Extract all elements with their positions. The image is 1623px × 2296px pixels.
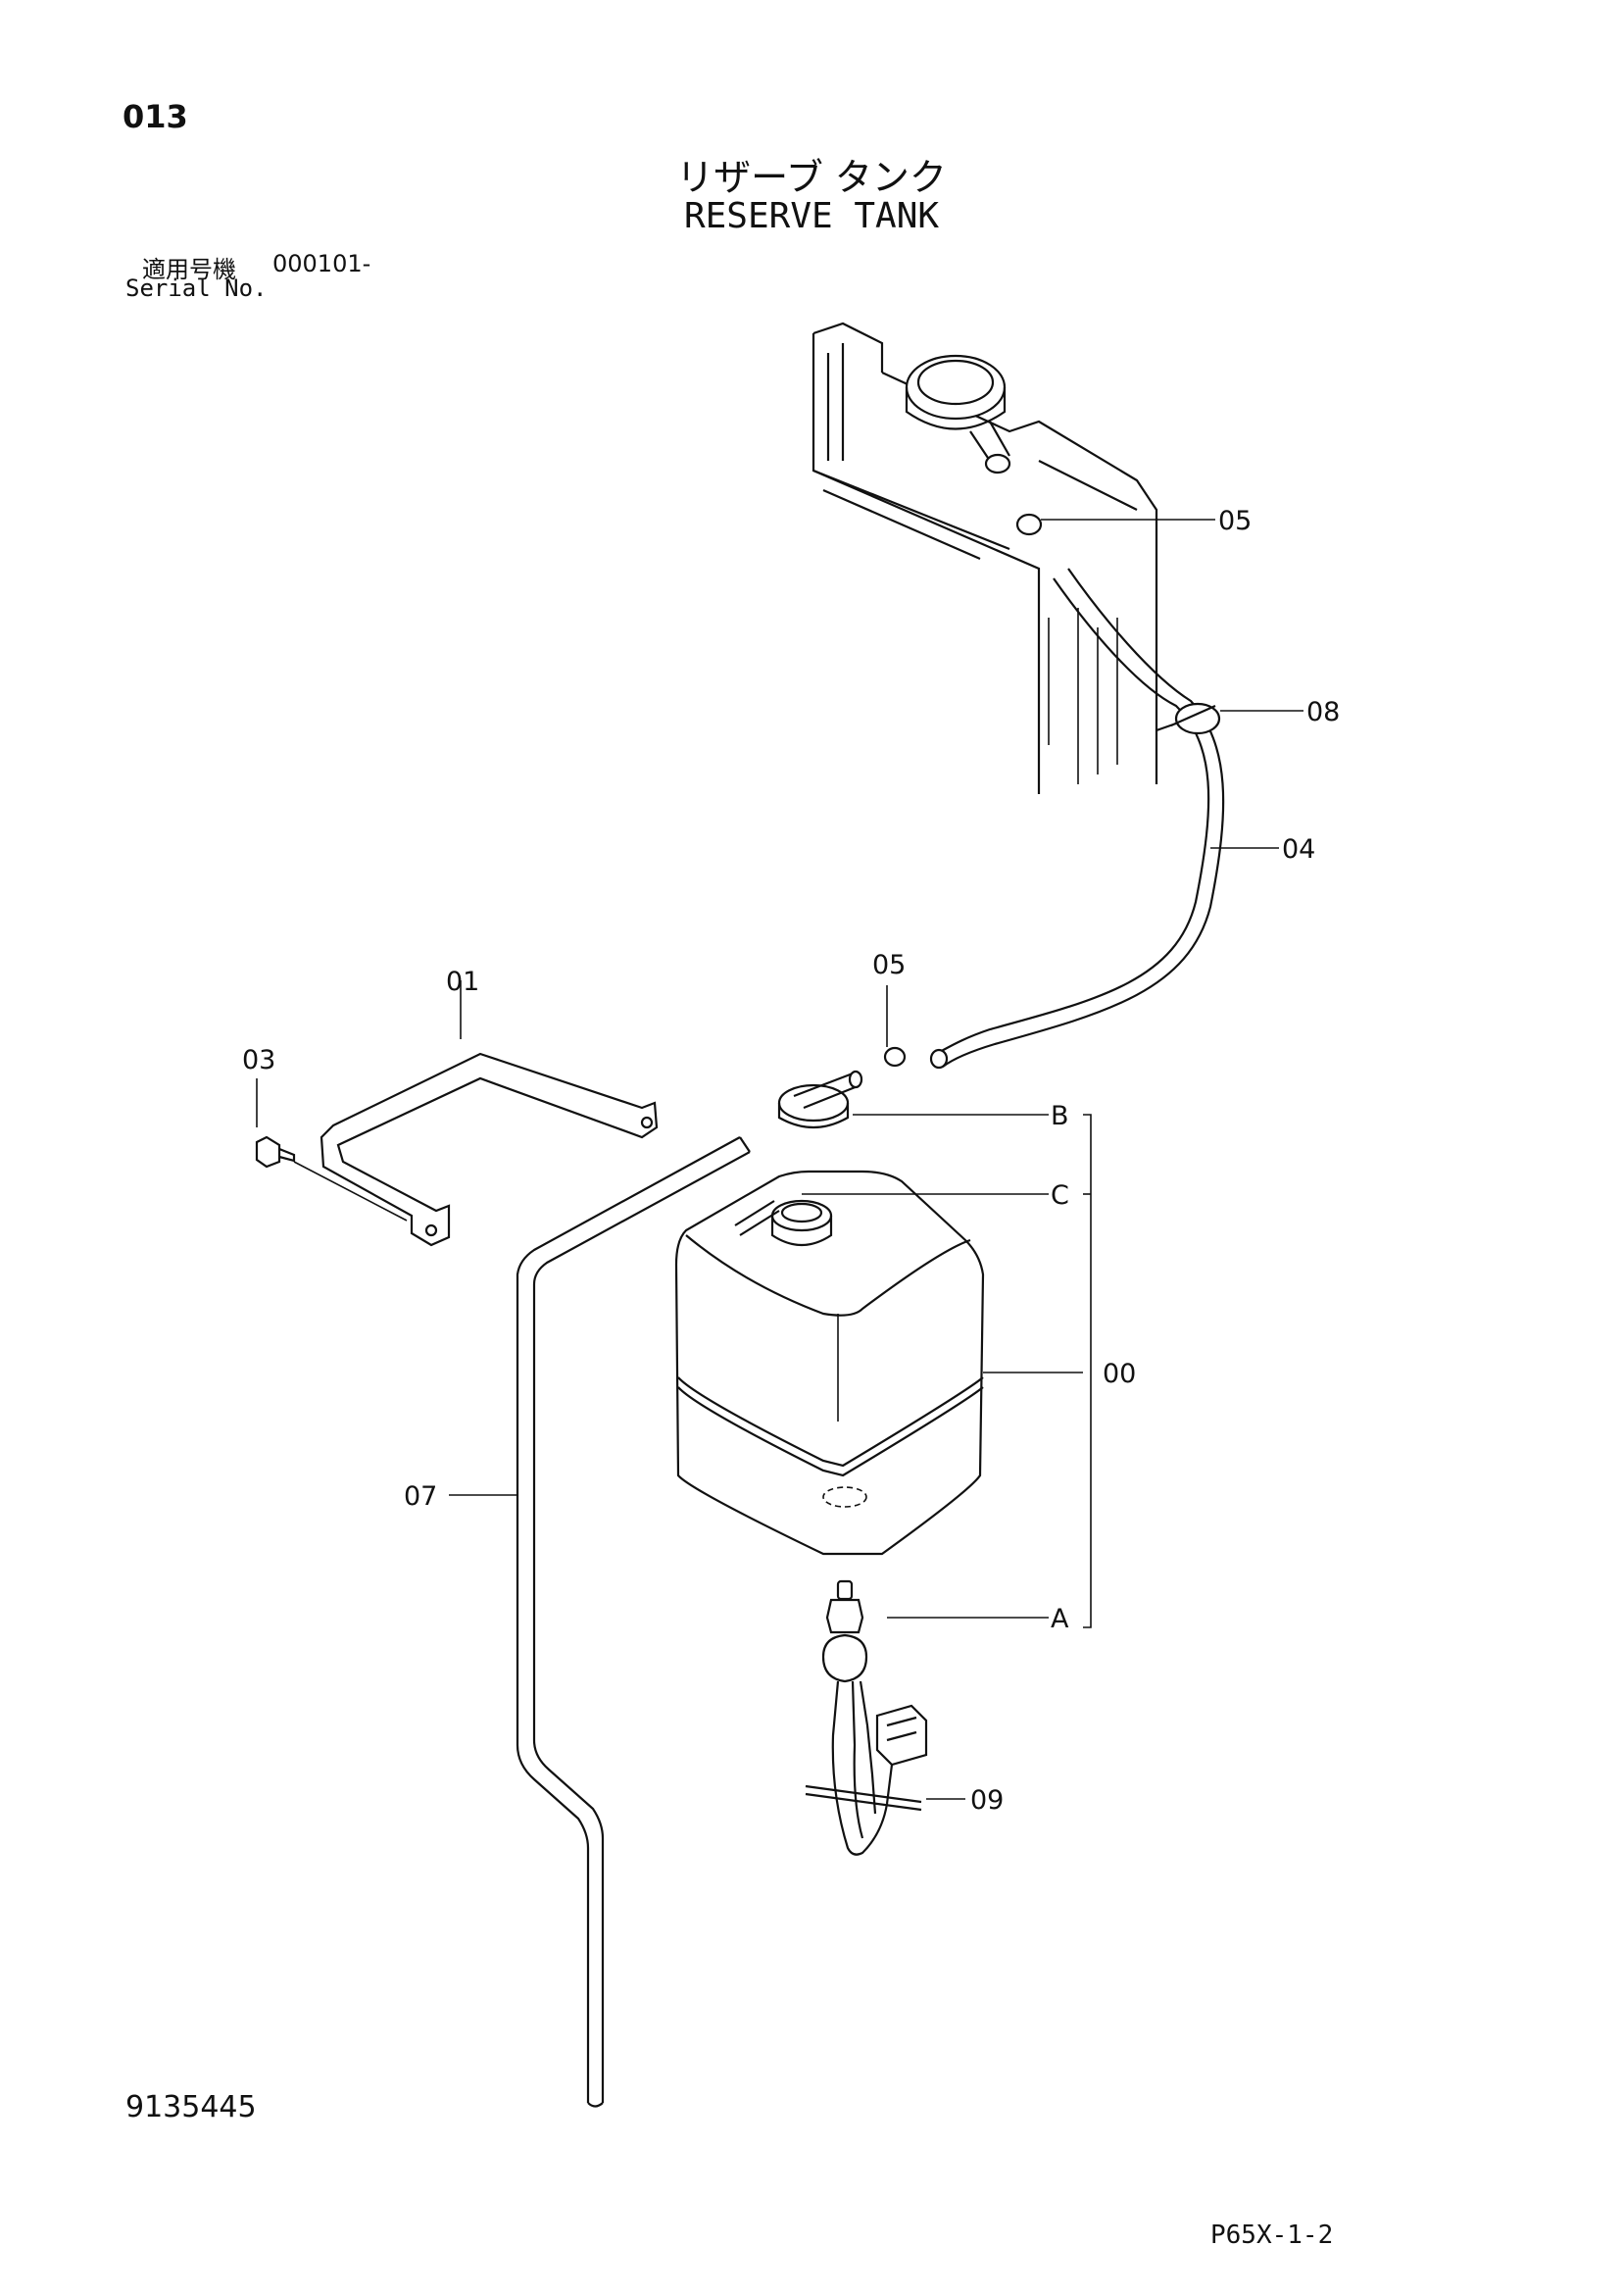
document-number: 9135445 [125,2090,257,2124]
callout-b: B [1051,1101,1069,1131]
callout-a: A [1051,1604,1069,1634]
page-number: 013 [123,98,188,135]
callout-09: 09 [970,1785,1004,1816]
pipe-07 [449,1136,751,2108]
level-sensor-a [805,1579,1049,1856]
callout-05-mid: 05 [872,950,906,980]
callout-08: 08 [1306,697,1340,727]
bracket-01 [255,980,659,1247]
title-english: RESERVE TANK [683,196,940,236]
callout-03: 03 [242,1045,275,1075]
callout-01: 01 [446,967,479,997]
hose-04 [929,568,1303,1070]
callout-05-top: 05 [1218,506,1252,536]
reserve-tank-00 [674,1114,1092,1628]
callout-00: 00 [1103,1359,1136,1389]
title-japanese: リザーブ タンク [676,156,947,199]
serial-label-japanese: 適用号機 [142,256,236,283]
callout-04: 04 [1282,834,1315,865]
serial-range: 000101- [272,250,371,277]
callout-c: C [1051,1180,1069,1211]
radiator-drawing [812,322,1215,794]
page-reference: P65X-1-2 [1210,2221,1334,2250]
callout-07: 07 [404,1481,437,1512]
serial-label-english: Serial No. [125,275,268,302]
cap-assembly-b [777,985,1049,1128]
